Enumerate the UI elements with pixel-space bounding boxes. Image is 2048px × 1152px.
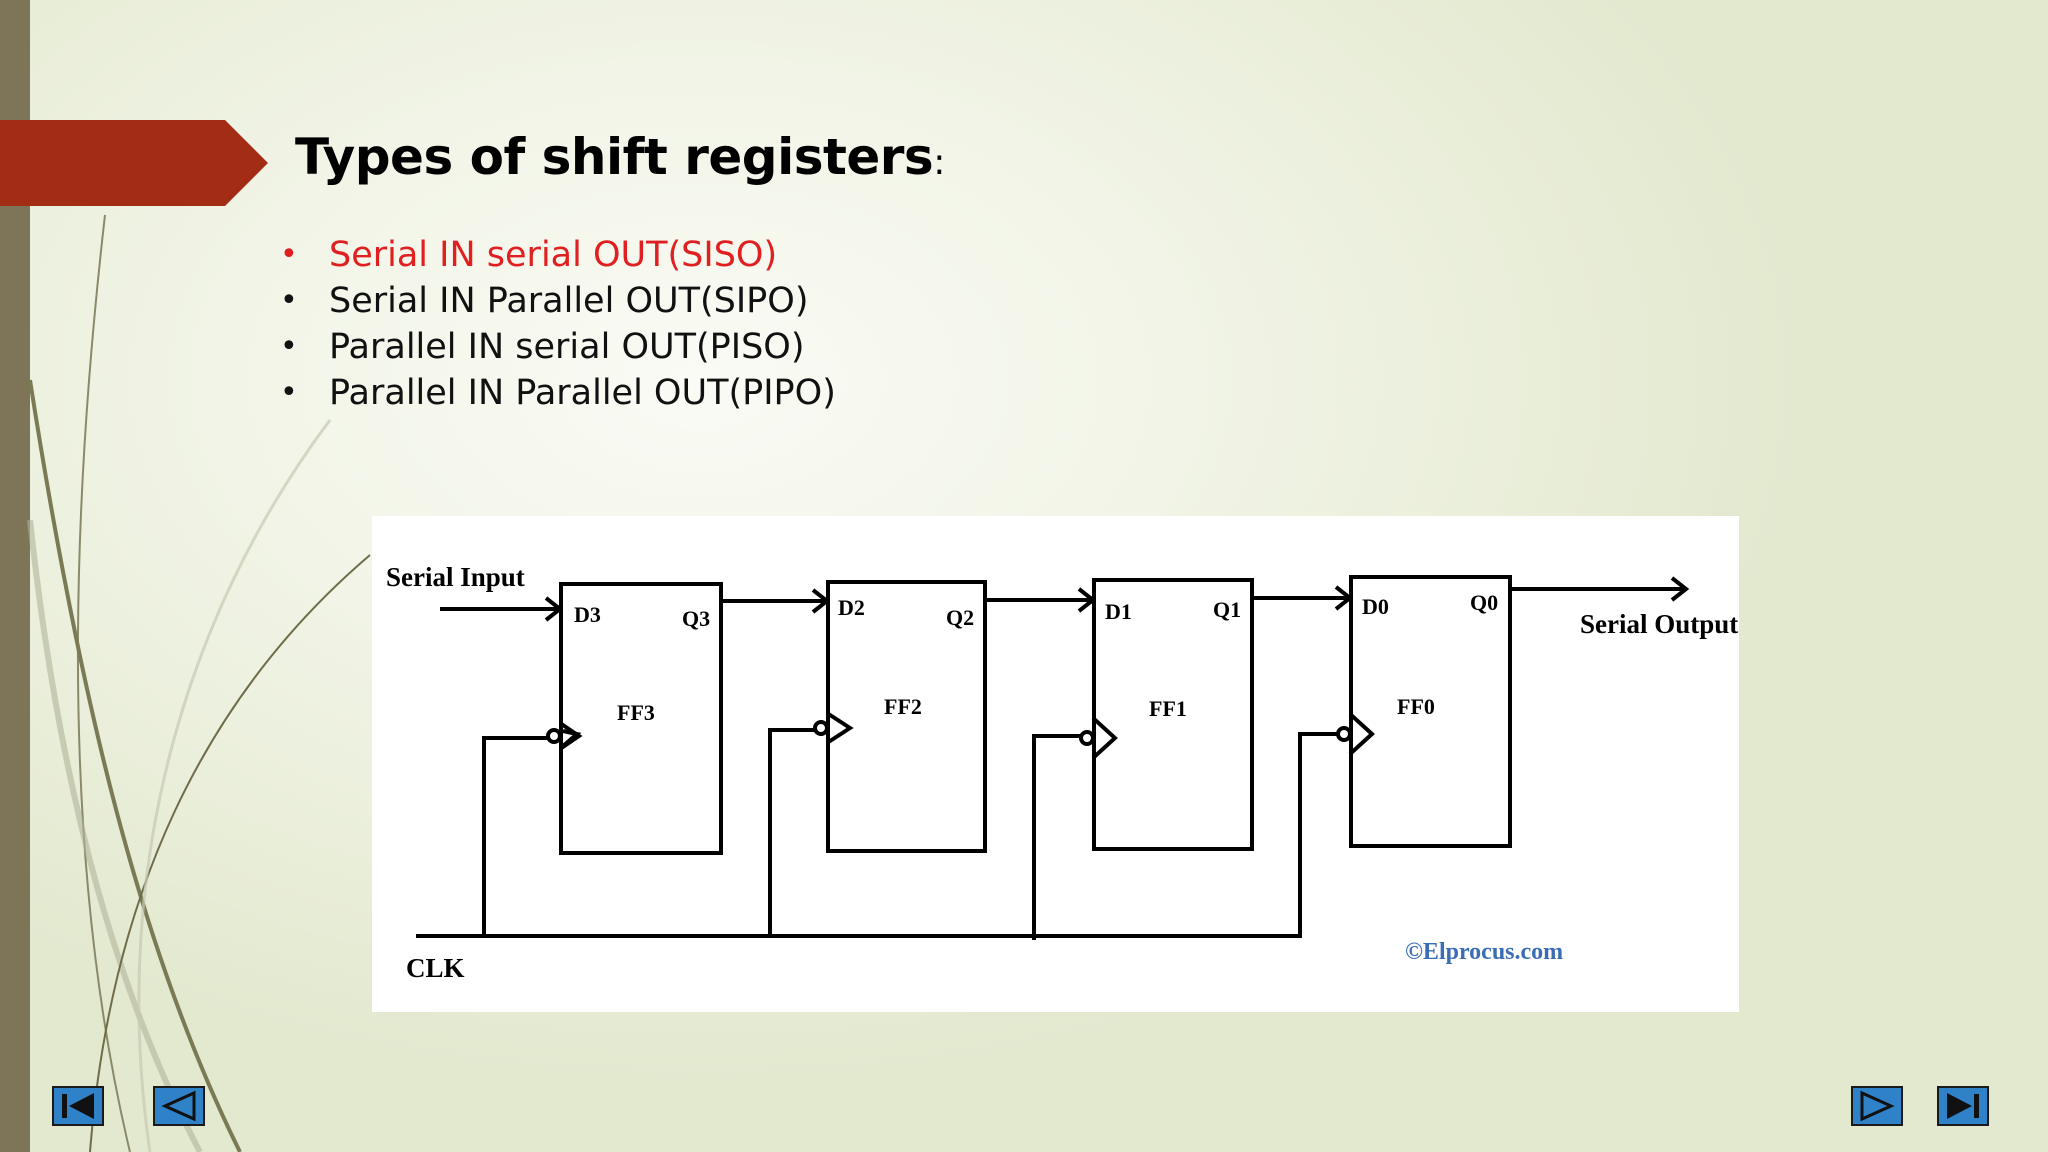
last-slide-icon[interactable] [1937,1086,1989,1126]
ff3-d-label: D3 [574,602,601,627]
bullet-item-piso: • Parallel IN serial OUT(PISO) [280,324,836,370]
ff3-clock-bubble [546,728,562,744]
ff2-clock-bubble [813,720,829,736]
clock-wire-ff3 [482,736,548,936]
ff1-clock-bubble [1079,730,1095,746]
ff0-d-label: D0 [1362,594,1389,619]
clock-wire-ff0 [1298,732,1338,936]
ff1-name-label: FF1 [1149,696,1187,721]
clock-wire-ff2 [768,728,815,936]
bullet-text: Parallel IN serial OUT(PISO) [329,327,805,367]
bullet-text: Serial IN Parallel OUT(SIPO) [329,281,809,321]
serial-output-arrow [1670,576,1690,602]
previous-slide-icon[interactable] [153,1086,205,1126]
ff0-name-label: FF0 [1397,694,1435,719]
bullet-list: • Serial IN serial OUT(SISO) • Serial IN P… [280,232,836,416]
decorative-curves [27,214,371,1152]
bullet-item-siso: • Serial IN serial OUT(SISO) [280,232,836,278]
ff1-d-label: D1 [1105,599,1132,624]
bullet-text: Serial IN serial OUT(SISO) [329,235,778,275]
clock-wire-ff1 [1032,734,1081,940]
flip-flop-ff2: D2 Q2 FF2 [813,580,987,853]
flip-flop-ff0: D0 Q0 FF0 [1336,575,1512,848]
ff2-d-label: D2 [838,595,865,620]
ff2-q-label: Q2 [946,605,974,630]
bullet-dot: • [280,237,298,272]
title-arrow-shape [0,120,268,206]
serial-output-label: Serial Output [1580,609,1738,639]
bullet-dot: • [280,329,298,364]
serial-input-label: Serial Input [386,562,525,592]
bullet-item-pipo: • Parallel IN Parallel OUT(PIPO) [280,370,836,416]
siso-shift-register-diagram: Serial Input D3 Q3 FF3 D2 Q2 FF2 [372,516,1739,1012]
clk-label: CLK [406,953,465,983]
flip-flop-ff3: D3 Q3 FF3 [546,582,723,855]
bullet-text: Parallel IN Parallel OUT(PIPO) [329,373,836,413]
first-slide-icon[interactable] [52,1086,104,1126]
ff1-q-label: Q1 [1213,597,1241,622]
ff0-q-label: Q0 [1470,590,1498,615]
bullet-item-sipo: • Serial IN Parallel OUT(SIPO) [280,278,836,324]
title-colon: : [933,142,945,183]
slide-title: Types of shift registers: [295,128,945,186]
credit-text: ©Elprocus.com [1405,939,1563,965]
bullet-dot: • [280,283,298,318]
next-slide-icon[interactable] [1851,1086,1903,1126]
flip-flop-ff1: D1 Q1 FF1 [1079,578,1254,851]
ff2-name-label: FF2 [884,694,922,719]
bullet-dot: • [280,375,298,410]
ff0-clock-bubble [1336,726,1352,742]
slide-title-text: Types of shift registers [295,128,934,186]
ff3-q-label: Q3 [682,606,710,631]
ff3-name-label: FF3 [617,700,655,725]
